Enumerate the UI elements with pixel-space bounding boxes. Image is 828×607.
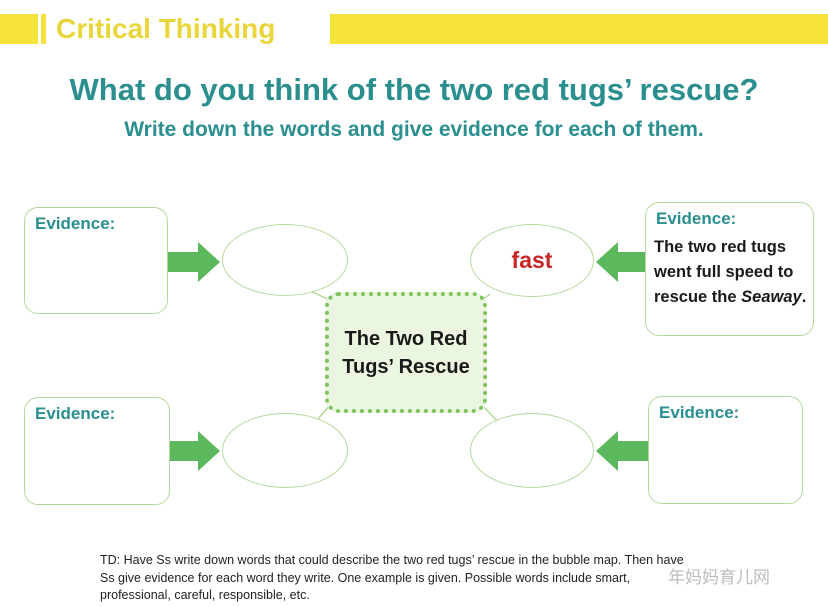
watermark-text: 年妈妈育儿网 bbox=[668, 568, 770, 587]
header-accent-bar bbox=[0, 14, 38, 44]
center-topic-box: The Two Red Tugs’ Rescue bbox=[325, 292, 487, 413]
arrow-right-icon bbox=[168, 242, 220, 282]
evidence-label: Evidence: bbox=[659, 403, 740, 422]
evidence-label: Evidence: bbox=[35, 404, 116, 423]
evidence-box-bottom-left[interactable]: Evidence: bbox=[24, 397, 170, 505]
arrow-left-icon bbox=[596, 242, 650, 282]
evidence-label: Evidence: bbox=[656, 209, 737, 228]
teacher-note: TD: Have Ss write down words that could … bbox=[100, 553, 684, 602]
bubble-word: fast bbox=[511, 247, 553, 273]
word-bubble-bottom-left[interactable] bbox=[222, 413, 348, 488]
evidence-box-top-right[interactable]: Evidence: The two red tugs went full spe… bbox=[645, 202, 814, 336]
word-bubble-top-right[interactable]: fast bbox=[470, 224, 594, 297]
question-heading: What do you think of the two red tugs’ r… bbox=[69, 72, 759, 107]
header-separator bbox=[41, 14, 46, 44]
section-title: Critical Thinking bbox=[56, 13, 276, 44]
header-bar bbox=[330, 14, 828, 44]
evidence-text: The two red tugs went full speed to resc… bbox=[654, 238, 807, 306]
arrow-left-icon bbox=[596, 431, 650, 471]
evidence-box-bottom-right[interactable]: Evidence: bbox=[648, 396, 803, 504]
instruction-text: Write down the words and give evidence f… bbox=[124, 118, 704, 141]
evidence-label: Evidence: bbox=[35, 214, 116, 233]
word-bubble-top-left[interactable] bbox=[222, 224, 348, 296]
word-bubble-bottom-right[interactable] bbox=[470, 413, 594, 488]
center-topic-text: The Two Red Tugs’ Rescue bbox=[342, 327, 470, 378]
evidence-box-top-left[interactable]: Evidence: bbox=[24, 207, 168, 314]
arrow-right-icon bbox=[168, 431, 220, 471]
